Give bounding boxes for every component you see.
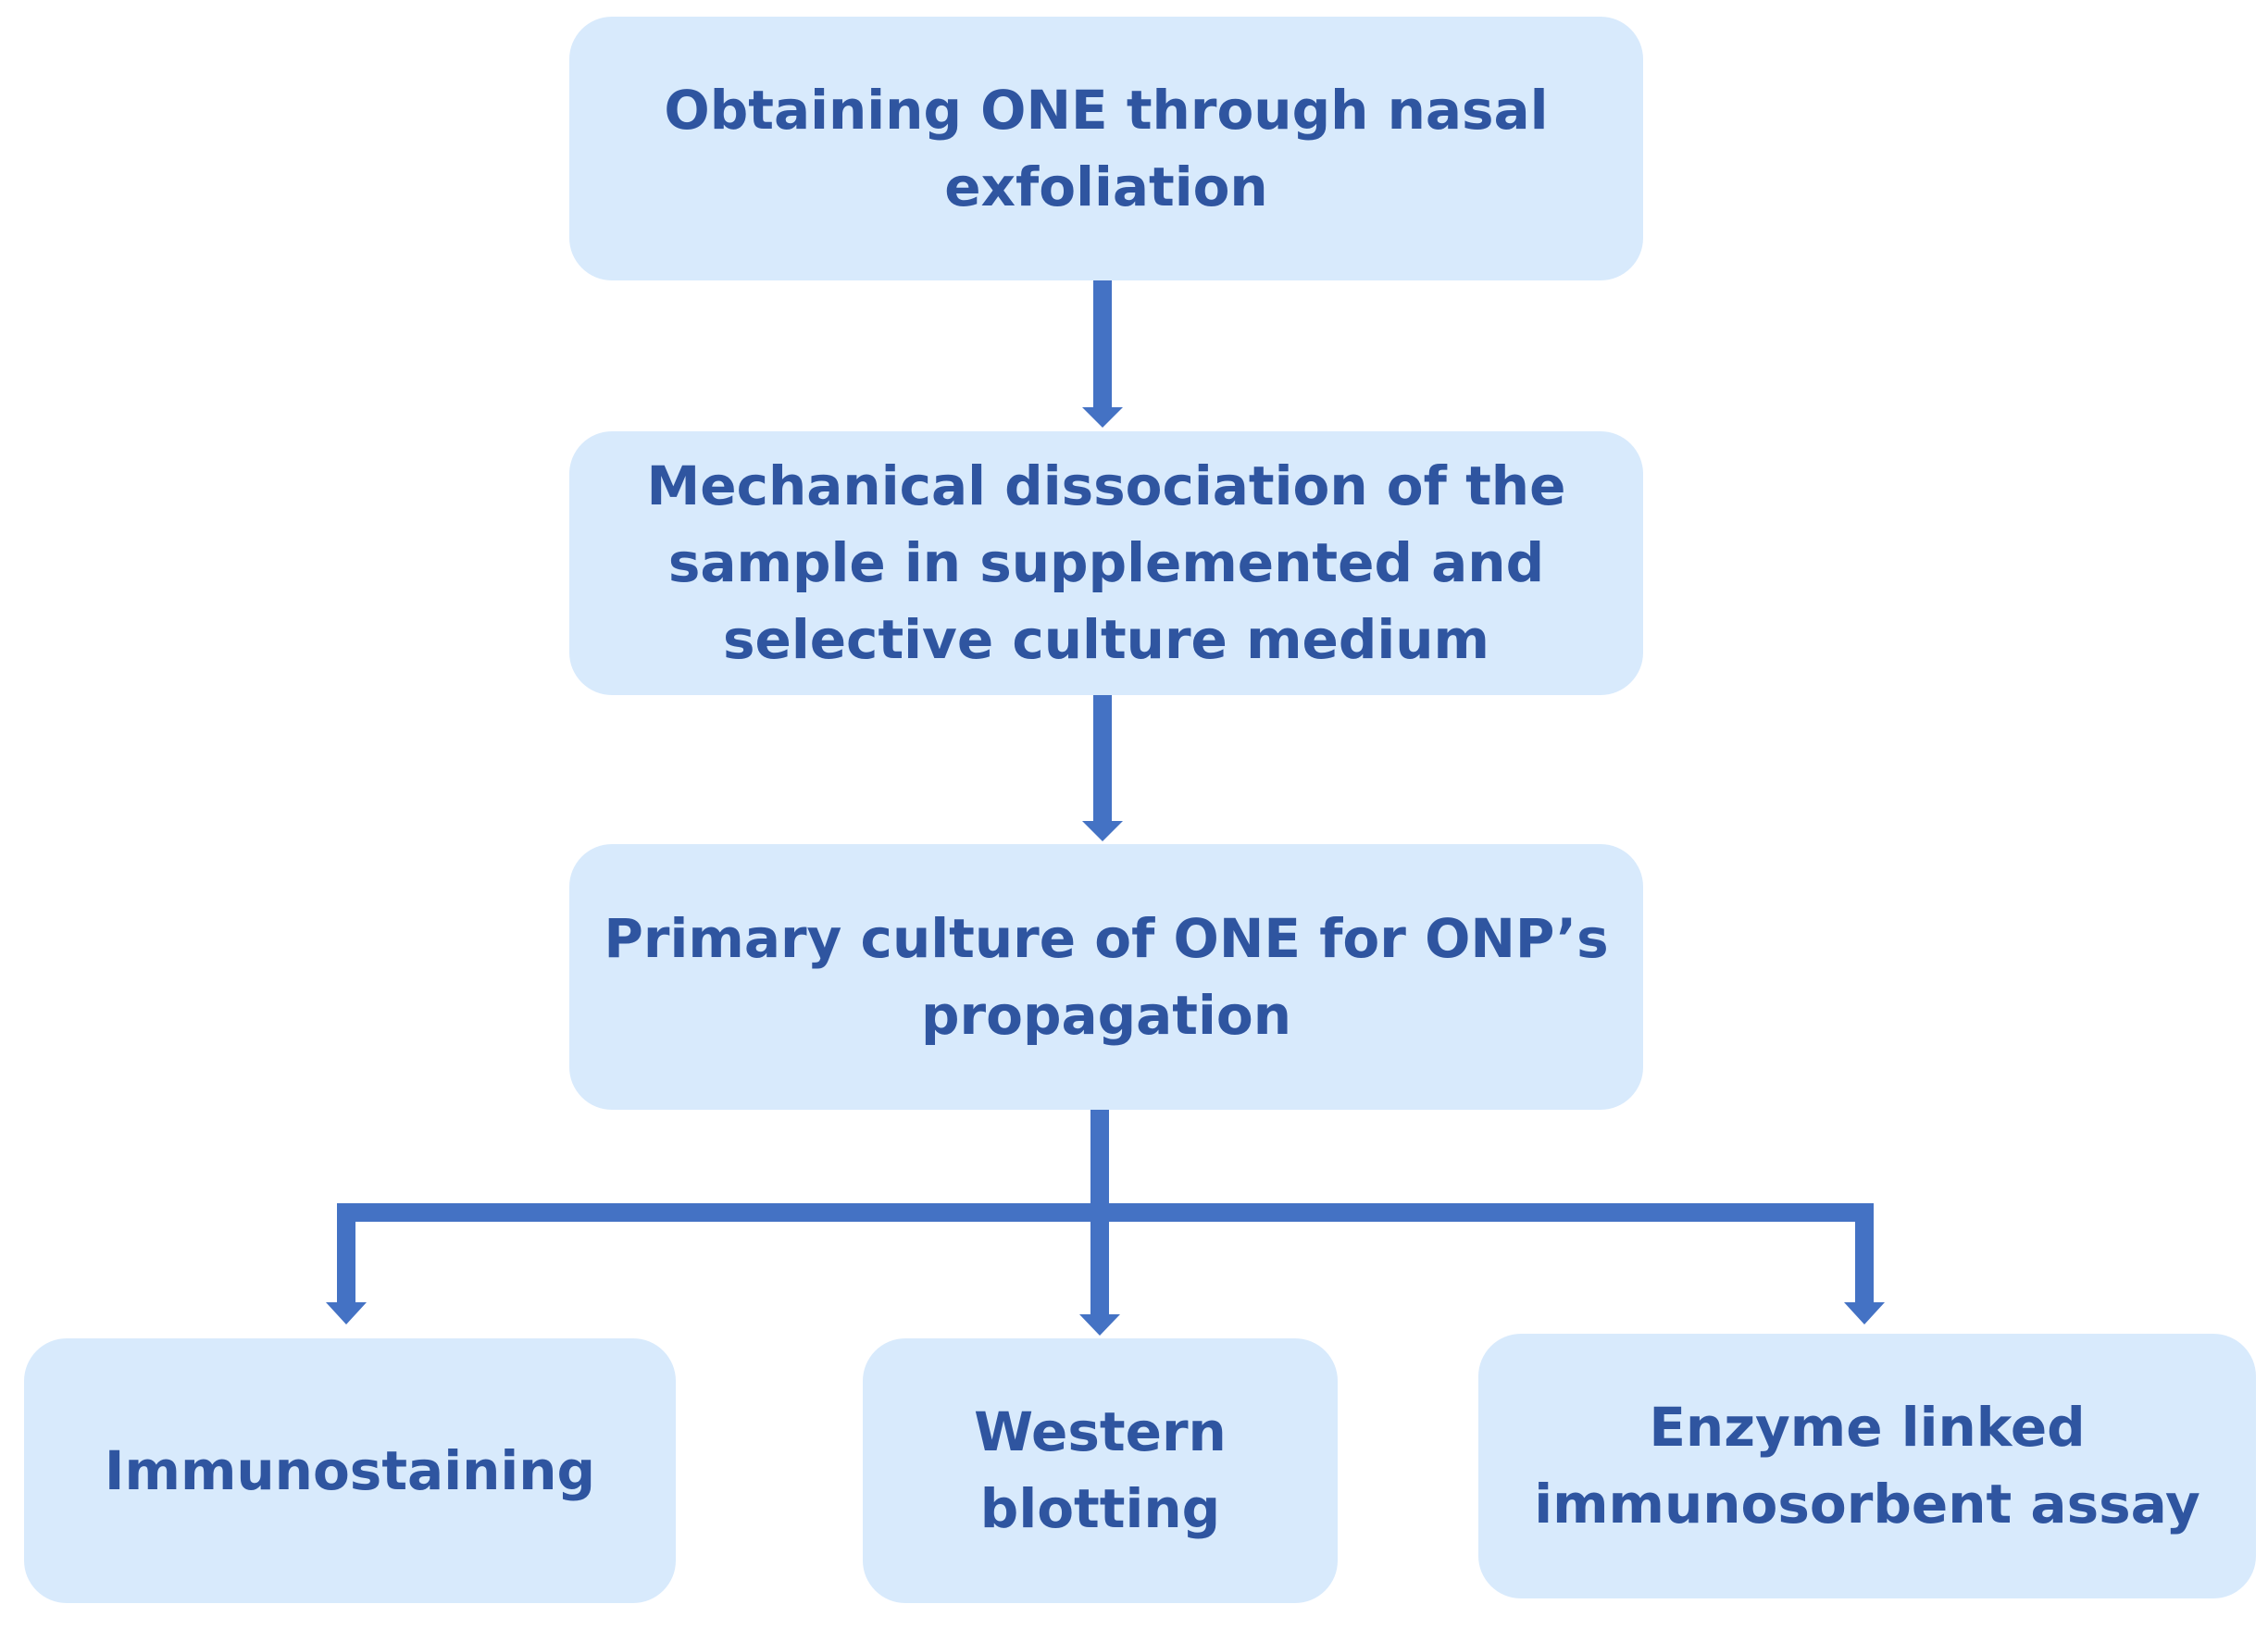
node-label: Immunostaining bbox=[105, 1433, 595, 1510]
node-label: Enzyme linked immunosorbent assay bbox=[1534, 1389, 2200, 1543]
method-elisa-node: Enzyme linked immunosorbent assay bbox=[1478, 1334, 2256, 1598]
step-obtaining-one-node: Obtaining ONE through nasal exfoliation bbox=[569, 17, 1643, 280]
arrowhead-method3 bbox=[1844, 1302, 1885, 1324]
node-label-line: immunosorbent assay bbox=[1534, 1473, 2200, 1536]
node-label-line: blotting bbox=[979, 1477, 1221, 1540]
step-mechanical-dissociation-node: Mechanical dissociation of the sample in… bbox=[569, 431, 1643, 695]
node-label-line: propagation bbox=[920, 983, 1292, 1047]
method-western-blotting-node: Western blotting bbox=[863, 1338, 1338, 1603]
arrowhead-step3 bbox=[1082, 821, 1123, 841]
node-label-line: sample in supplemented and bbox=[667, 531, 1545, 594]
arrowhead-method1 bbox=[326, 1302, 367, 1324]
node-label: Mechanical dissociation of the sample in… bbox=[647, 448, 1566, 678]
node-label-line: Western bbox=[974, 1400, 1227, 1463]
method-immunostaining-node: Immunostaining bbox=[24, 1338, 676, 1603]
node-label: Obtaining ONE through nasal exfoliation bbox=[664, 72, 1548, 226]
node-label-line: selective culture medium bbox=[722, 608, 1489, 671]
node-label-line: Primary culture of ONE for ONP’s bbox=[604, 906, 1609, 970]
arrowhead-method2 bbox=[1079, 1314, 1120, 1336]
node-label: Primary culture of ONE for ONP’s propaga… bbox=[604, 901, 1608, 1054]
node-label-line: Enzyme linked bbox=[1649, 1396, 2086, 1459]
arrowhead-step2 bbox=[1082, 407, 1123, 428]
node-label-line: Obtaining ONE through nasal bbox=[664, 78, 1549, 142]
node-label-line: exfoliation bbox=[944, 155, 1268, 218]
node-label: Western blotting bbox=[974, 1394, 1227, 1548]
node-label-line: Mechanical dissociation of the bbox=[646, 454, 1566, 517]
node-label-line: Immunostaining bbox=[104, 1438, 596, 1502]
step-primary-culture-node: Primary culture of ONE for ONP’s propaga… bbox=[569, 844, 1643, 1110]
